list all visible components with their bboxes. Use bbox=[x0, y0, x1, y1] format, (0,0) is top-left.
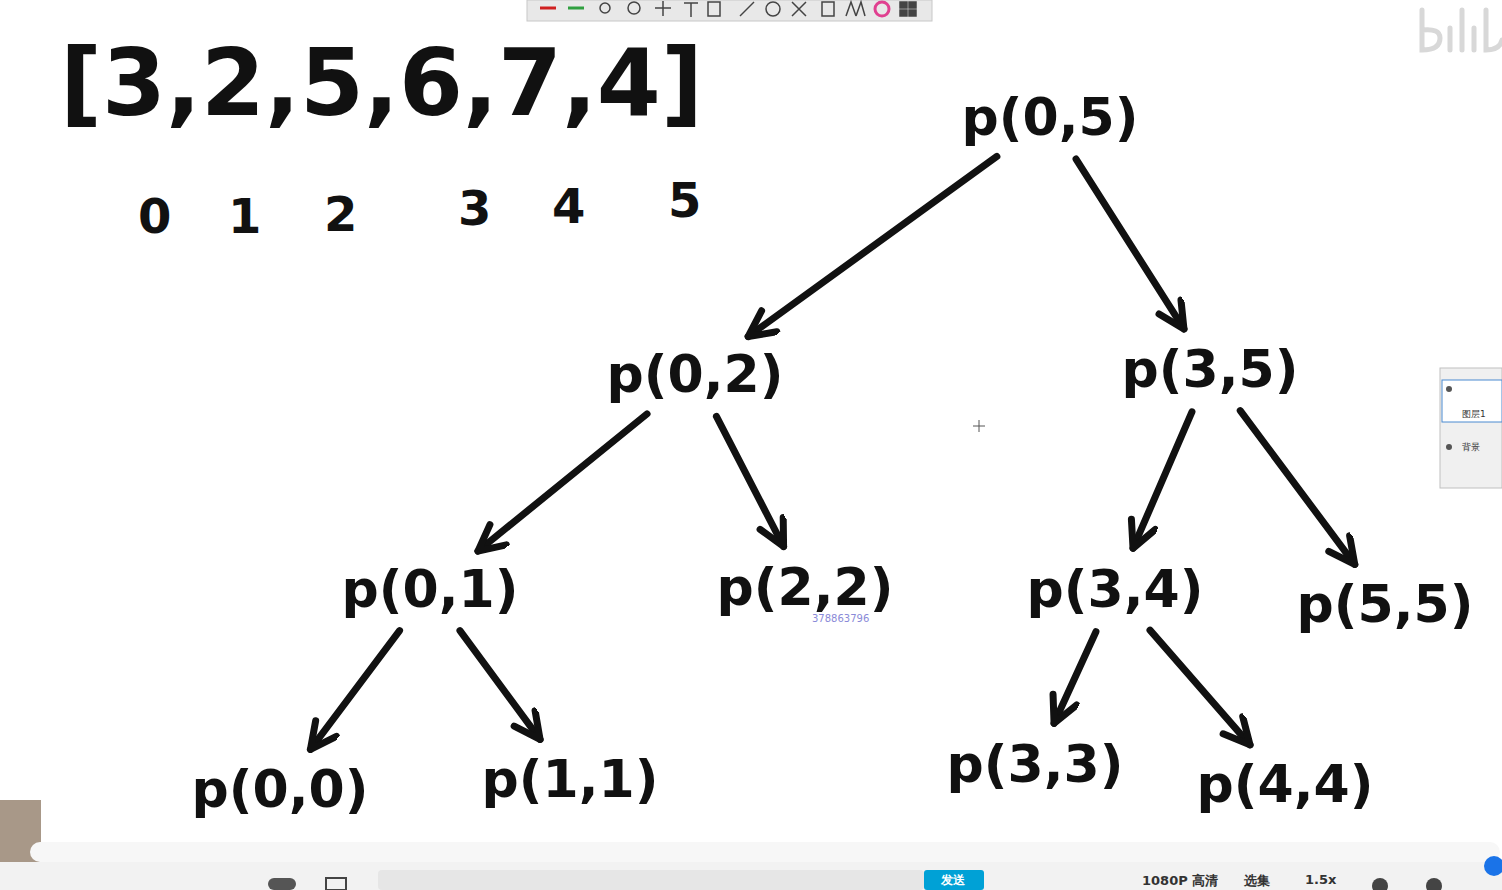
index-number: 0 bbox=[138, 188, 171, 244]
toolbar-icons bbox=[540, 1, 916, 17]
call-arrow bbox=[478, 414, 647, 551]
index-number: 4 bbox=[552, 178, 585, 234]
call-arrow bbox=[748, 156, 997, 336]
eye-icon bbox=[1446, 386, 1452, 392]
call-label: p(3,5) bbox=[1122, 341, 1299, 398]
ui-label: 1.5x bbox=[1305, 872, 1336, 887]
ui-label: 1080P 高清 bbox=[1142, 872, 1218, 890]
call-arrow bbox=[1054, 632, 1096, 724]
recursion-call: p(3,3) bbox=[939, 732, 1132, 797]
toggle-icon bbox=[268, 878, 296, 890]
recursion-call: p(5,5) bbox=[1289, 572, 1482, 637]
call-label: p(3,3) bbox=[947, 736, 1124, 793]
ui-label: 图层1 bbox=[1462, 408, 1486, 421]
danmaku-icon bbox=[326, 878, 346, 890]
volume-icon bbox=[1372, 878, 1388, 890]
ui-label: 发送 bbox=[941, 872, 965, 889]
toolbar bbox=[527, 0, 932, 21]
corner-dot bbox=[1484, 856, 1502, 876]
index-number: 1 bbox=[228, 188, 261, 244]
call-label: p(5,5) bbox=[1297, 576, 1474, 633]
call-arrow bbox=[1240, 411, 1355, 565]
player-bar bbox=[0, 862, 1502, 890]
watermark-logo bbox=[1422, 10, 1502, 50]
call-arrow bbox=[1076, 159, 1184, 329]
layer-row bbox=[1442, 380, 1502, 422]
cursor-crosshair bbox=[973, 420, 985, 432]
call-label: p(3,4) bbox=[1027, 561, 1204, 618]
call-arrow bbox=[716, 416, 783, 546]
call-label: p(0,5) bbox=[962, 89, 1139, 146]
settings-icon bbox=[1426, 878, 1442, 890]
danmaku-input bbox=[378, 870, 924, 890]
call-label: p(0,0) bbox=[192, 761, 369, 818]
call-arrow bbox=[310, 631, 399, 750]
call-label: p(0,1) bbox=[342, 561, 519, 618]
recursion-call: p(0,2) bbox=[599, 342, 792, 407]
call-label: p(4,4) bbox=[1197, 756, 1374, 813]
ui-label: 选集 bbox=[1244, 872, 1270, 890]
ui-label: 背景 bbox=[1462, 441, 1480, 454]
recursion-call: p(4,4) bbox=[1189, 752, 1382, 817]
call-arrow bbox=[1133, 412, 1192, 548]
call-label: p(2,2) bbox=[717, 559, 894, 616]
ui-label: 378863796 bbox=[812, 613, 869, 624]
recursion-call: p(1,1) bbox=[474, 747, 667, 812]
player-bar-top bbox=[30, 842, 1500, 862]
index-number: 5 bbox=[668, 172, 701, 228]
recursion-call: p(0,1) bbox=[334, 557, 527, 622]
call-label: p(1,1) bbox=[482, 751, 659, 808]
recursion-call: p(3,5) bbox=[1114, 337, 1307, 402]
call-label: p(0,2) bbox=[607, 346, 784, 403]
layers-panel bbox=[1440, 368, 1502, 488]
eye-icon bbox=[1446, 444, 1452, 450]
index-number: 2 bbox=[324, 186, 357, 242]
send-button bbox=[924, 870, 984, 890]
call-arrow bbox=[1150, 630, 1250, 745]
index-number: 3 bbox=[458, 180, 491, 236]
recursion-call: p(2,2) bbox=[709, 555, 902, 620]
array-literal: [3,2,5,6,7,4] bbox=[60, 30, 703, 137]
call-arrow bbox=[460, 631, 540, 740]
recursion-call: p(0,0) bbox=[184, 757, 377, 822]
recursion-call: p(3,4) bbox=[1019, 557, 1212, 622]
recursion-call: p(0,5) bbox=[954, 85, 1147, 150]
